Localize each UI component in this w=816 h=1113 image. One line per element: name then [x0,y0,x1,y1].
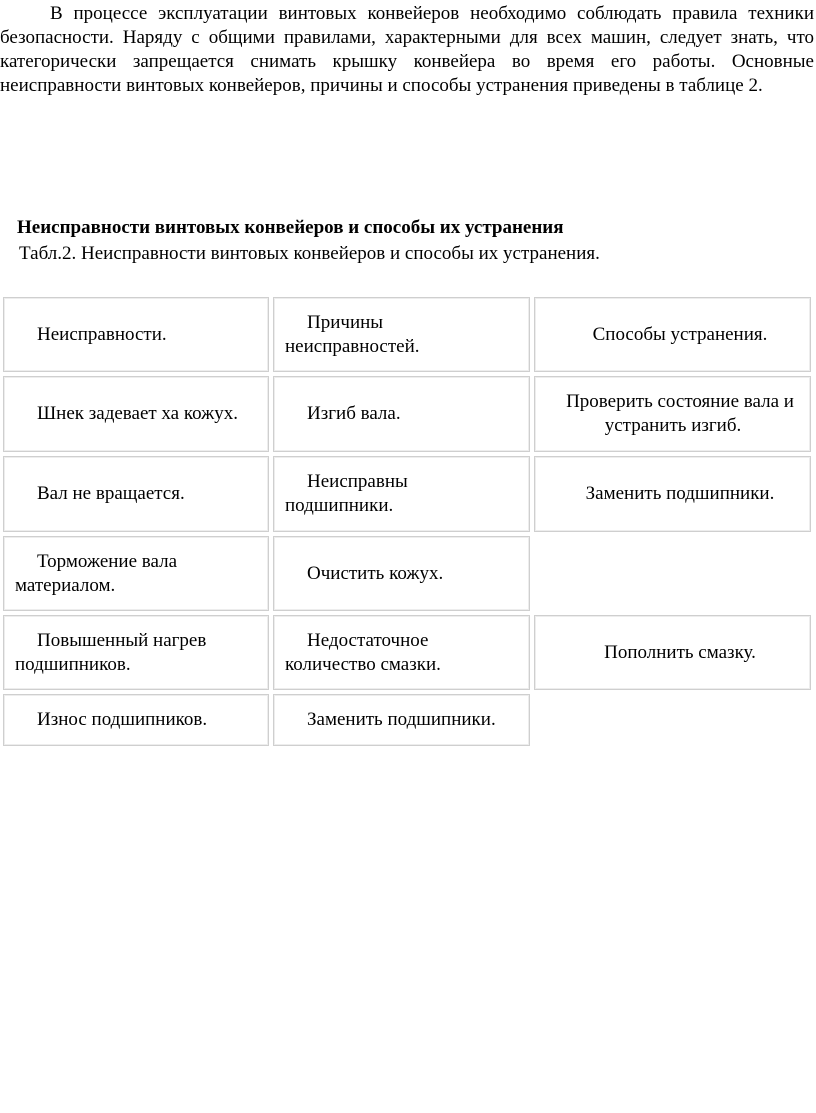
row3-cause: Очистить кожух. [307,562,444,584]
row1-fault: Шнек задевает ха кожух. [37,403,239,424]
table-cell: Недостаточное количество смазки. [273,615,530,690]
section-heading: Неисправности винтовых конвейеров и спос… [17,217,564,238]
table-cell: Шнек задевает ха кожух. [3,376,269,452]
header-causes: Причины неисправностей. [285,311,420,357]
row4-remedy: Пополнить смазку. [604,641,756,663]
row2-fault: Вал не вращается. [37,483,185,504]
table-header-cell: Причины неисправностей. [273,297,530,372]
table-cell: Изгиб вала. [273,376,530,452]
row4-fault: Повышенный нагрев подшипников. [15,629,207,675]
row2-remedy: Заменить подшипники. [585,483,775,504]
table-cell: Заменить подшипники. [273,694,530,746]
row5-fault: Износ подшипников. [37,709,208,730]
intro-paragraph: В процессе эксплуатации винтовых конвейе… [0,3,814,96]
table-header-cell: Способы устранения. [534,297,811,372]
table-cell: Вал не вращается. [3,456,269,532]
header-faults: Неисправности. [37,323,167,345]
table-cell: Пополнить смазку. [534,615,811,690]
row1-remedy: Проверить состояние вала и устранить изг… [566,391,794,436]
row5-cause: Заменить подшипники. [307,709,496,730]
header-remedies: Способы устранения. [592,323,768,345]
table-cell: Неисправны подшипники. [273,456,530,532]
table-header-cell: Неисправности. [3,297,269,372]
row4-cause: Недостаточное количество смазки. [285,629,441,675]
row1-cause: Изгиб вала. [307,403,401,424]
table-cell: Проверить состояние вала и устранить изг… [534,376,811,452]
table-cell: Торможение вала материалом. [3,536,269,611]
table-cell: Очистить кожух. [273,536,530,611]
row2-cause: Неисправны подшипники. [285,471,408,516]
table-cell: Заменить подшипники. [534,456,811,532]
table-caption: Табл.2. Неисправности винтовых конвейеро… [19,243,600,264]
table-cell: Повышенный нагрев подшипников. [3,615,269,690]
table-cell: Износ подшипников. [3,694,269,746]
row3-fault: Торможение вала материалом. [15,550,178,596]
